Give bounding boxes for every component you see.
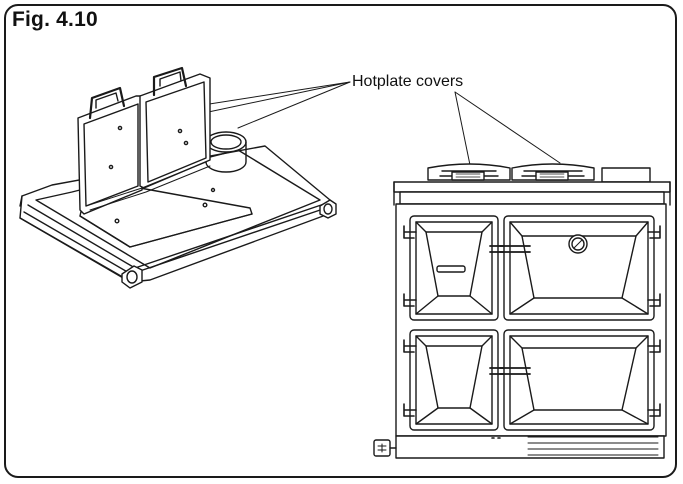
top-plate-isometric bbox=[19, 66, 337, 289]
oven-door-top-left bbox=[403, 215, 505, 321]
hotplate-covers-callout: Hotplate covers bbox=[352, 73, 464, 90]
oven-door-bottom-left bbox=[403, 329, 505, 431]
oven-door-bottom-right bbox=[499, 329, 661, 431]
hotplate-cover-right bbox=[511, 163, 595, 181]
cooker-front-view bbox=[373, 163, 671, 459]
oven-door-top-right bbox=[499, 215, 661, 321]
hotplate-cover-left bbox=[427, 163, 511, 181]
figure-label: Fig. 4.10 bbox=[12, 8, 98, 31]
